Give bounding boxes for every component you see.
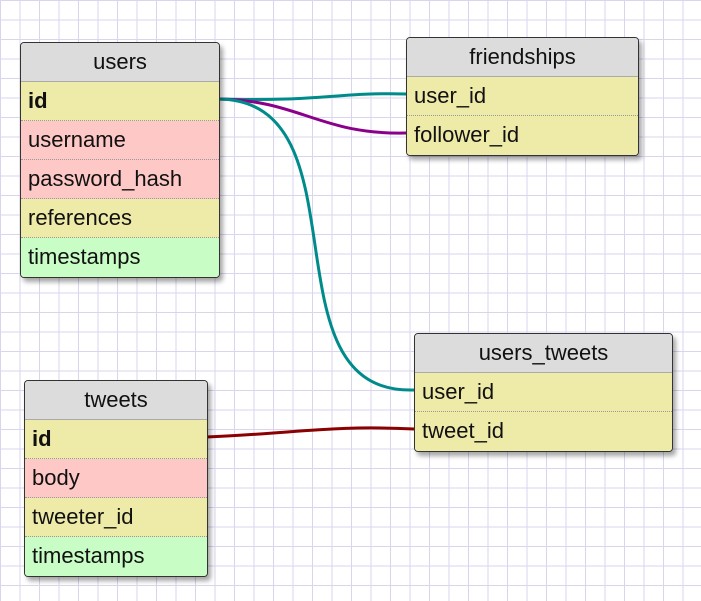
table-users-header[interactable]: users — [21, 43, 219, 82]
table-users[interactable]: users id username password_hash referenc… — [20, 42, 220, 278]
relation-tweets-id-to-users-tweets-tweet-id — [205, 426, 415, 439]
field-tweets-id[interactable]: id — [25, 420, 207, 459]
field-users-password-hash[interactable]: password_hash — [21, 160, 219, 199]
table-users-tweets-header[interactable]: users_tweets — [415, 334, 672, 373]
field-tweets-timestamps[interactable]: timestamps — [25, 537, 207, 576]
relation-users-id-to-users-tweets-user-id — [217, 97, 415, 392]
table-users-tweets[interactable]: users_tweets user_id tweet_id — [414, 333, 673, 452]
field-users-tweets-tweet-id[interactable]: tweet_id — [415, 412, 672, 451]
table-tweets-header[interactable]: tweets — [25, 381, 207, 420]
relation-users-id-to-friendships-user-id — [217, 92, 407, 102]
table-friendships-header[interactable]: friendships — [407, 38, 638, 77]
field-friendships-user-id[interactable]: user_id — [407, 77, 638, 116]
table-tweets[interactable]: tweets id body tweeter_id timestamps — [24, 380, 208, 577]
field-users-tweets-user-id[interactable]: user_id — [415, 373, 672, 412]
field-friendships-follower-id[interactable]: follower_id — [407, 116, 638, 155]
table-friendships[interactable]: friendships user_id follower_id — [406, 37, 639, 156]
field-users-username[interactable]: username — [21, 121, 219, 160]
field-tweets-tweeter-id[interactable]: tweeter_id — [25, 498, 207, 537]
field-tweets-body[interactable]: body — [25, 459, 207, 498]
field-users-timestamps[interactable]: timestamps — [21, 238, 219, 277]
field-users-references[interactable]: references — [21, 199, 219, 238]
relation-users-id-to-friendships-follower-id — [217, 97, 407, 135]
field-users-id[interactable]: id — [21, 82, 219, 121]
